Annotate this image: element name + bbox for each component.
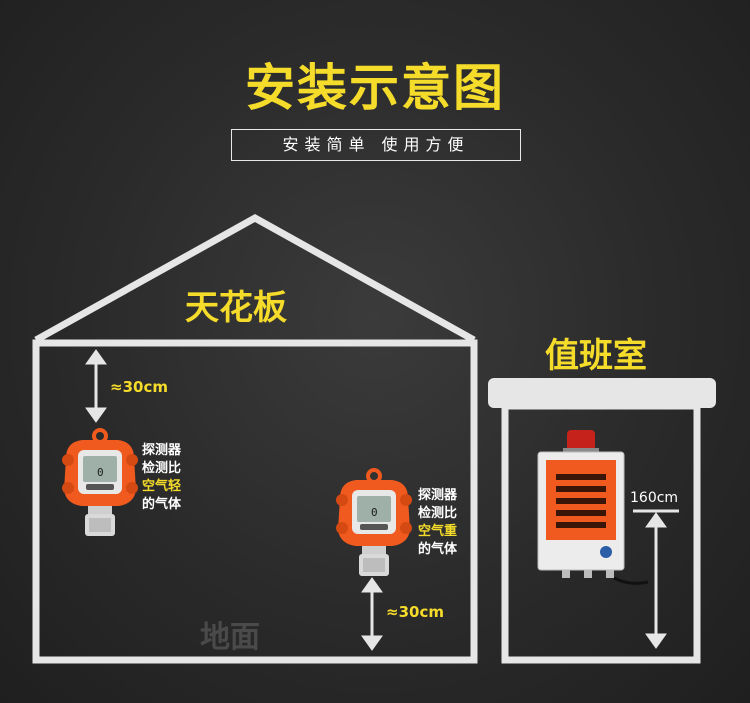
detector-light-line1: 探测器 xyxy=(142,443,182,458)
controller-height-label: 160cm xyxy=(630,490,679,506)
gas-detector-heavy xyxy=(336,468,412,576)
detector-heavy-screen: 0 xyxy=(371,506,378,519)
detector-light-line2: 检测比 xyxy=(142,461,182,476)
detector-heavy-line2: 检测比 xyxy=(418,506,458,521)
detector-light-screen: 0 xyxy=(97,466,104,479)
floor-ghost-label: 地面 xyxy=(200,620,260,655)
detector-heavy-line4: 的气体 xyxy=(418,542,458,557)
house-wall-outline xyxy=(32,339,478,664)
detector-light-description: 探测器 检测比 空气轻 的气体 xyxy=(142,442,181,514)
floor-distance-label: ≈30cm xyxy=(386,603,444,621)
page-title: 安装示意图 xyxy=(245,59,505,117)
subtitle-box: 安装简单 使用方便 xyxy=(231,129,521,161)
detector-heavy-line1: 探测器 xyxy=(418,488,458,503)
detector-light-line3: 空气轻 xyxy=(142,479,182,494)
arrow-floor-gap xyxy=(361,577,383,651)
arrow-controller-height xyxy=(633,509,679,649)
detector-heavy-line3: 空气重 xyxy=(418,524,458,539)
ceiling-label: 天花板 xyxy=(185,288,287,328)
detector-heavy-description: 探测器 检测比 空气重 的气体 xyxy=(418,487,457,559)
duty-room-roof xyxy=(488,378,716,408)
roof-outline xyxy=(34,213,476,344)
gas-alarm-controller xyxy=(537,430,649,585)
detector-light-line4: 的气体 xyxy=(142,497,182,512)
duty-room-label: 值班室 xyxy=(545,336,647,376)
gas-detector-light xyxy=(62,428,138,536)
ceiling-distance-label: ≈30cm xyxy=(110,378,168,396)
arrow-ceiling-gap xyxy=(85,349,107,423)
